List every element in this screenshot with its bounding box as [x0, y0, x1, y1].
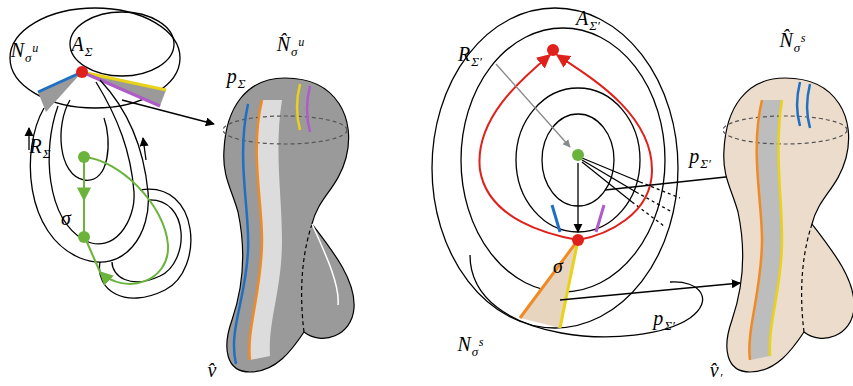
- math-label: AΣ′: [576, 8, 600, 28]
- ellipse: [516, 88, 640, 232]
- subscript: Σ: [238, 76, 246, 91]
- path: [557, 55, 652, 240]
- path: [749, 100, 762, 360]
- repeller-dot: [572, 149, 584, 161]
- path: [724, 78, 853, 372]
- path: [249, 100, 282, 360]
- math-label: v̂: [208, 360, 217, 380]
- path: [224, 78, 354, 372]
- math-label: N̂σˢ: [780, 30, 805, 50]
- path: [234, 104, 248, 364]
- repeller-dot: [78, 151, 90, 163]
- ellipse: [70, 12, 174, 76]
- math-label: RΣ: [30, 136, 51, 156]
- ellipse: [723, 116, 847, 144]
- path: [38, 72, 82, 112]
- path: [312, 224, 338, 305]
- path: [770, 100, 782, 356]
- path: [84, 157, 168, 284]
- subscript: σ: [472, 344, 478, 359]
- path: [82, 72, 166, 90]
- subscript: Σ′: [589, 18, 600, 33]
- math-label: σ: [61, 208, 71, 228]
- saddle-dot: [78, 231, 90, 243]
- ellipse: [223, 116, 347, 144]
- subscript: σ: [794, 40, 800, 55]
- subscript: Σ′: [664, 318, 675, 333]
- klein-bottle-right: [723, 78, 853, 372]
- path: [297, 84, 300, 130]
- path: [82, 72, 160, 106]
- path: [49, 82, 134, 244]
- right-surface: [432, 8, 703, 337]
- math-label: pΣ′: [653, 308, 675, 328]
- projection-arrow: [560, 283, 740, 300]
- subscript: σ: [25, 50, 31, 65]
- subscript: Σ′: [700, 156, 711, 171]
- math-label: v̂′: [710, 360, 723, 380]
- path: [577, 163, 578, 232]
- math-label: Nσᵘ: [11, 40, 38, 60]
- path: [302, 224, 312, 332]
- path: [749, 100, 782, 360]
- path: [112, 200, 181, 282]
- subscript: ′: [720, 370, 723, 385]
- green-orbits: [84, 157, 168, 284]
- attractor-dot: [547, 44, 559, 56]
- math-label: Nσˢ: [458, 334, 483, 354]
- path: [470, 255, 703, 337]
- projection-arrow: [122, 100, 214, 124]
- path: [86, 240, 100, 272]
- ellipse: [461, 28, 665, 292]
- path: [582, 162, 632, 202]
- subscript: Σ′: [471, 54, 482, 69]
- klein-bottle-left: [223, 78, 354, 372]
- subscript: Σ: [43, 146, 51, 161]
- path: [38, 72, 82, 92]
- projection-arrow: [605, 176, 735, 190]
- red-orbits: [479, 55, 652, 240]
- math-label: N̂σᵘ: [277, 34, 304, 54]
- ellipse: [432, 8, 678, 328]
- path: [560, 240, 578, 328]
- path: [797, 82, 800, 126]
- subscript: σ: [291, 44, 297, 59]
- math-label: pΣ: [227, 66, 246, 86]
- path: [143, 138, 146, 160]
- left-surface: [10, 8, 191, 298]
- path: [632, 202, 664, 226]
- path: [807, 84, 810, 128]
- saddle-dot: [572, 234, 584, 246]
- path: [28, 128, 29, 150]
- path: [249, 100, 262, 360]
- math-label: σ: [553, 256, 563, 276]
- path: [307, 86, 310, 132]
- path: [596, 205, 604, 232]
- path: [552, 205, 560, 232]
- path: [582, 158, 640, 182]
- path: [802, 224, 812, 332]
- attractor-dot: [76, 66, 88, 78]
- path: [479, 55, 578, 240]
- path: [83, 157, 85, 200]
- math-label: AΣ: [72, 34, 93, 54]
- path: [30, 80, 148, 262]
- path: [636, 192, 672, 212]
- subscript: Σ: [85, 44, 93, 59]
- math-label: pΣ′: [689, 146, 711, 166]
- leader-arrow: [496, 64, 570, 147]
- path: [520, 240, 578, 328]
- ellipse: [10, 8, 180, 108]
- math-label: RΣ′: [458, 44, 482, 64]
